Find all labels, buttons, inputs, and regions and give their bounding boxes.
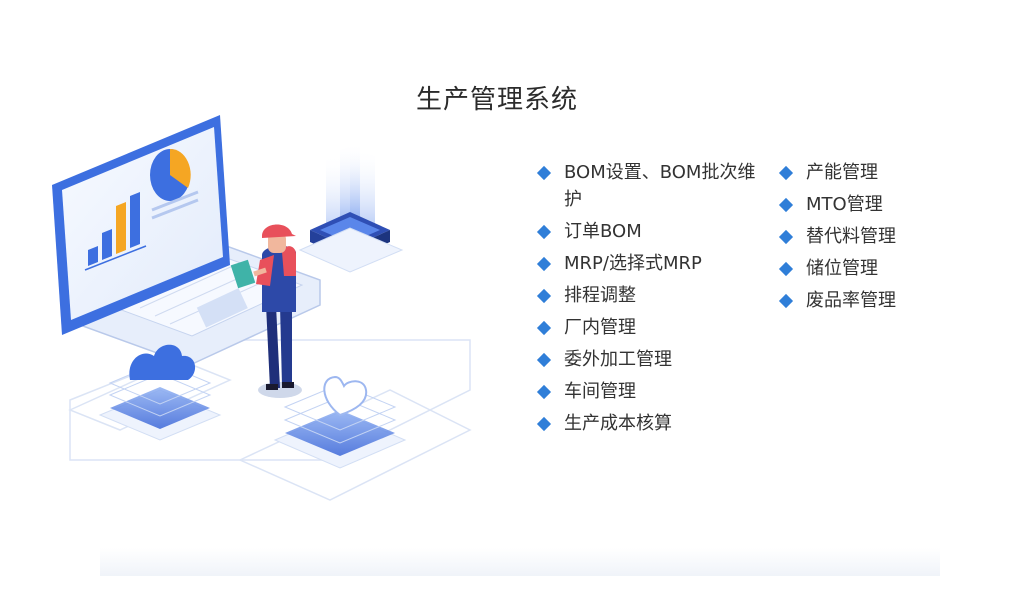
slide: 生产管理系统 BOM设置、BOM批次维护 订单BOM MRP/选择式MRP 排程… <box>52 85 940 576</box>
diamond-bullet-icon <box>778 293 794 309</box>
feature-label: 生产成本核算 <box>564 413 672 434</box>
heart-icon <box>273 375 407 469</box>
feature-label: 委外加工管理 <box>564 349 672 370</box>
feature-label: 厂内管理 <box>564 317 636 338</box>
feature-list-right: 产能管理 MTO管理 替代料管理 储位管理 废品率管理 <box>778 159 938 319</box>
diamond-bullet-icon <box>536 165 552 181</box>
bar-chart-icon <box>84 192 147 271</box>
diamond-bullet-icon <box>536 256 552 272</box>
feature-label: 储位管理 <box>806 258 878 279</box>
feature-item: BOM设置、BOM批次维护 <box>536 159 768 213</box>
diamond-bullet-icon <box>778 229 794 245</box>
feature-item: MTO管理 <box>778 191 938 218</box>
feature-item: 生产成本核算 <box>536 410 768 437</box>
feature-item: 订单BOM <box>536 218 768 245</box>
diamond-bullet-icon <box>778 197 794 213</box>
diamond-bullet-icon <box>778 261 794 277</box>
feature-item: 替代料管理 <box>778 223 938 250</box>
diamond-bullet-icon <box>778 165 794 181</box>
server-icon <box>298 142 404 273</box>
feature-item: 储位管理 <box>778 255 938 282</box>
cloud-icon <box>98 344 222 441</box>
feature-label: 排程调整 <box>564 285 636 306</box>
feature-label: 车间管理 <box>564 381 636 402</box>
feature-list-left: BOM设置、BOM批次维护 订单BOM MRP/选择式MRP 排程调整 厂内管理… <box>536 159 768 442</box>
feature-item: 车间管理 <box>536 378 768 405</box>
worker-icon <box>230 224 302 398</box>
feature-item: 委外加工管理 <box>536 346 768 373</box>
feature-item: 排程调整 <box>536 282 768 309</box>
diamond-bullet-icon <box>536 320 552 336</box>
feature-item: 产能管理 <box>778 159 938 186</box>
feature-label: 产能管理 <box>806 162 878 183</box>
feature-label: 订单BOM <box>564 221 642 242</box>
feature-label: 废品率管理 <box>806 290 896 311</box>
diamond-bullet-icon <box>536 416 552 432</box>
page-title: 生产管理系统 <box>416 85 579 115</box>
feature-label: MRP/选择式MRP <box>564 253 702 274</box>
diamond-bullet-icon <box>536 288 552 304</box>
feature-item: MRP/选择式MRP <box>536 250 768 277</box>
pie-chart-icon <box>150 148 199 220</box>
illustration <box>52 115 472 501</box>
diamond-bullet-icon <box>536 224 552 240</box>
bottom-divider <box>100 548 940 576</box>
feature-label: BOM设置、BOM批次维护 <box>564 162 756 210</box>
feature-label: 替代料管理 <box>806 226 896 247</box>
feature-item: 废品率管理 <box>778 287 938 314</box>
feature-item: 厂内管理 <box>536 314 768 341</box>
diamond-bullet-icon <box>536 384 552 400</box>
diamond-bullet-icon <box>536 352 552 368</box>
feature-label: MTO管理 <box>806 194 883 215</box>
